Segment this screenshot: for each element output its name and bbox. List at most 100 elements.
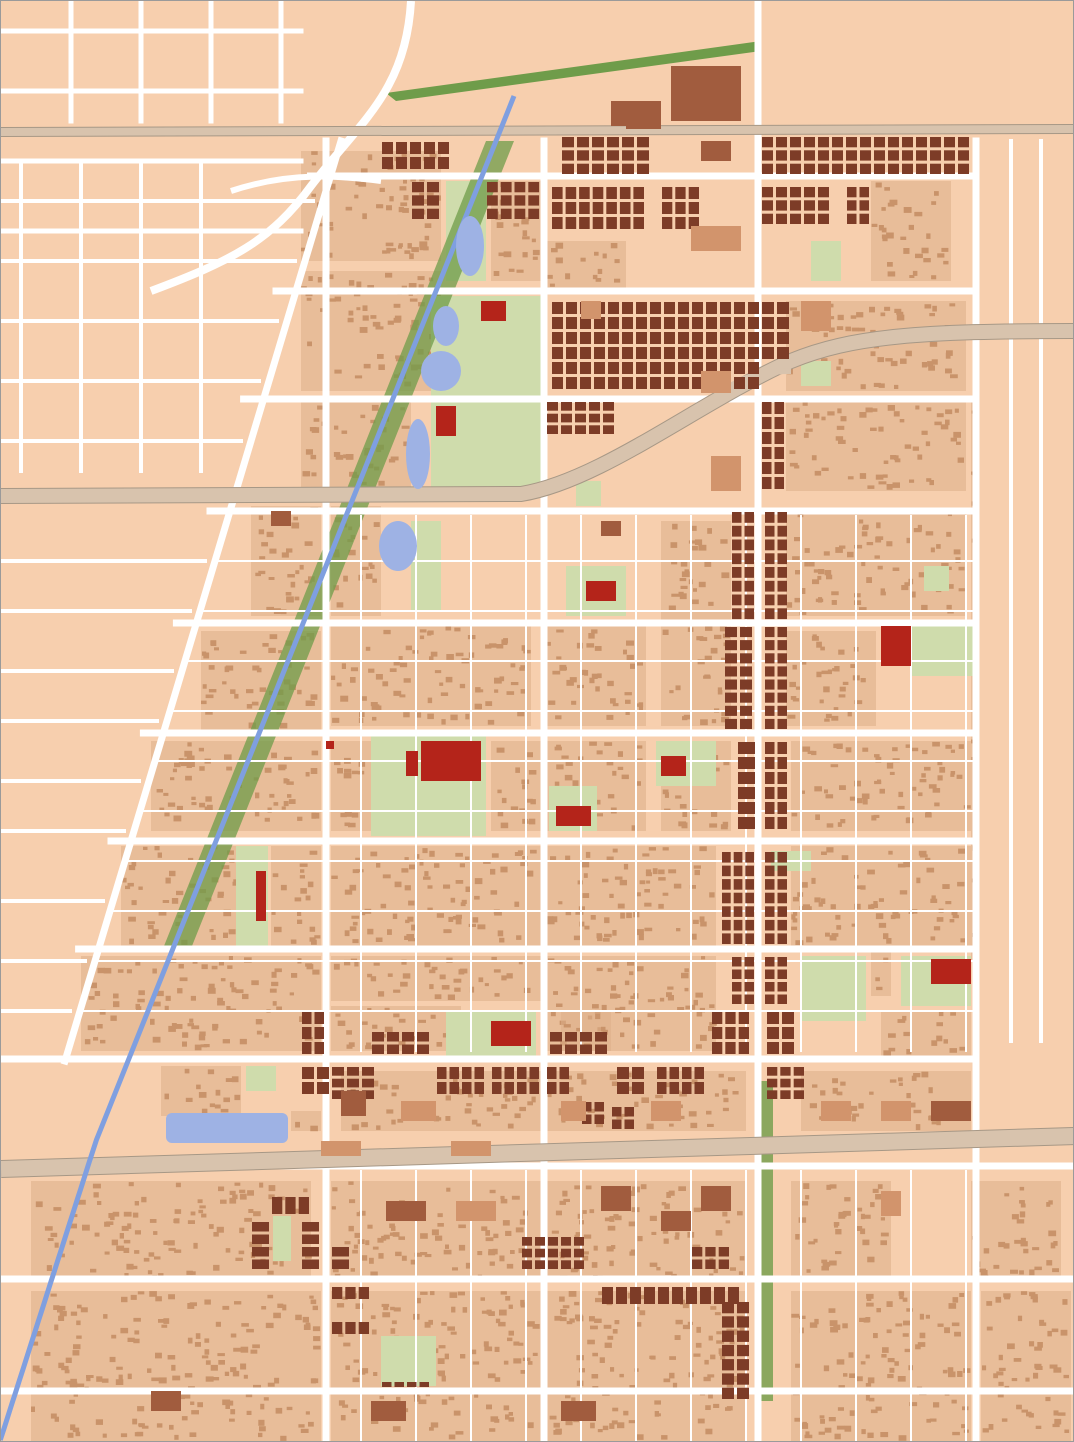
house: [546, 641, 551, 646]
mixed-use-building: [777, 640, 787, 651]
house: [418, 1399, 427, 1405]
house: [495, 214, 502, 220]
house: [532, 256, 538, 260]
house: [354, 1232, 362, 1238]
mixed-use-building: [562, 163, 574, 174]
house: [313, 1345, 321, 1350]
house: [865, 1383, 872, 1387]
house: [184, 1068, 190, 1074]
house: [856, 312, 864, 318]
house: [403, 179, 407, 184]
mixed-use-building: [565, 187, 577, 199]
house: [854, 600, 862, 605]
house: [717, 690, 723, 695]
house: [829, 1184, 837, 1189]
house: [300, 1428, 309, 1433]
house: [851, 923, 857, 927]
house: [589, 677, 595, 684]
house: [831, 933, 839, 937]
mixed-use-building: [608, 317, 619, 329]
house: [933, 926, 941, 931]
house: [369, 1257, 374, 1264]
house: [591, 1374, 599, 1379]
house: [610, 993, 618, 999]
house: [634, 1306, 640, 1311]
mixed-use-building: [765, 580, 775, 592]
house: [840, 1081, 846, 1086]
house: [647, 999, 656, 1003]
house: [434, 994, 442, 1000]
house: [278, 650, 283, 654]
house: [690, 546, 698, 551]
mixed-use-building: [818, 163, 829, 174]
house: [41, 1380, 48, 1386]
house: [698, 544, 707, 551]
mixed-use-building: [517, 1067, 527, 1079]
house: [882, 1347, 889, 1353]
house: [715, 1230, 723, 1236]
mixed-use-building: [765, 640, 775, 651]
mixed-use-building: [738, 802, 755, 814]
house: [258, 529, 265, 535]
mixed-use-building: [740, 679, 752, 690]
house: [500, 1198, 508, 1204]
house: [333, 585, 339, 591]
house: [858, 327, 866, 332]
house: [368, 668, 375, 673]
house: [336, 1303, 345, 1308]
house: [353, 1359, 359, 1363]
house: [511, 1195, 520, 1200]
house: [711, 719, 717, 724]
house: [661, 1435, 668, 1440]
house: [187, 1337, 193, 1344]
house: [892, 482, 900, 488]
house: [274, 968, 282, 973]
mixed-use-building: [790, 187, 801, 198]
house: [382, 1312, 391, 1318]
house: [50, 1293, 57, 1297]
house: [806, 906, 812, 911]
house: [564, 966, 572, 971]
mixed-use-building: [630, 1287, 641, 1304]
house: [877, 1184, 883, 1189]
house: [707, 1374, 715, 1378]
house: [358, 182, 367, 187]
mixed-use-building: [712, 1027, 723, 1039]
mixed-use-building: [818, 150, 829, 161]
house: [440, 692, 449, 696]
house: [382, 250, 387, 254]
house: [904, 1348, 911, 1353]
mixed-use-building: [762, 447, 772, 459]
house: [606, 714, 614, 720]
mixed-use-building: [944, 150, 955, 161]
commercial-building: [456, 1201, 496, 1221]
house: [934, 421, 942, 426]
house: [875, 913, 884, 920]
house: [835, 547, 843, 553]
commercial-building: [401, 1101, 436, 1121]
house: [583, 1234, 592, 1239]
house: [513, 223, 520, 227]
house: [666, 992, 672, 998]
mixed-use-building: [552, 202, 563, 214]
house: [465, 713, 470, 720]
mixed-use-building: [738, 772, 755, 784]
house: [32, 1365, 40, 1372]
house: [378, 480, 385, 486]
house: [1046, 1260, 1053, 1266]
house: [921, 247, 929, 254]
house: [808, 1241, 816, 1245]
house: [926, 478, 932, 482]
house: [393, 1013, 400, 1018]
house: [833, 743, 841, 749]
house: [486, 1404, 492, 1410]
house: [836, 1425, 845, 1430]
house: [880, 1217, 885, 1221]
mixed-use-building: [745, 892, 754, 904]
house: [484, 1346, 493, 1352]
house: [346, 1044, 353, 1049]
house: [286, 781, 294, 785]
house: [835, 1229, 842, 1235]
house: [349, 1199, 356, 1204]
